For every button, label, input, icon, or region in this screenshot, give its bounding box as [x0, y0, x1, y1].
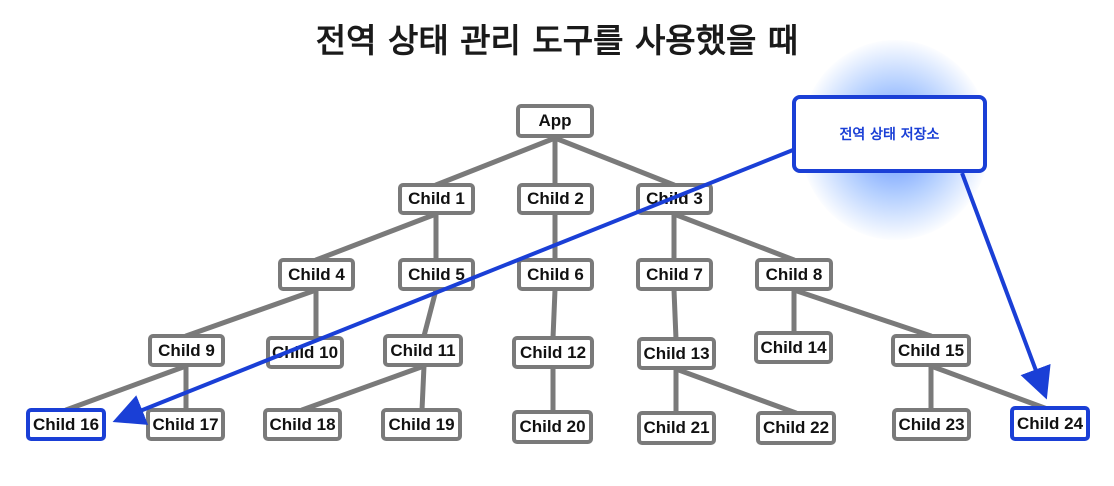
edge-c1-c4: [313, 211, 439, 263]
node-child-17: Child 17: [146, 408, 225, 441]
edge-c15-c24: [928, 363, 1053, 413]
edge-c13-c22: [673, 366, 799, 416]
node-child-13: Child 13: [637, 337, 716, 370]
node-child-14: Child 14: [754, 331, 833, 364]
node-child-21: Child 21: [637, 411, 716, 445]
edge-c6-c12: [550, 287, 558, 341]
node-child-2: Child 2: [517, 183, 594, 215]
global-state-store: 전역 상태 저장소: [792, 95, 987, 173]
node-child-15: Child 15: [891, 334, 971, 367]
edge-app-c1: [433, 135, 558, 188]
edge-c11-c18: [299, 363, 427, 413]
edge-app-c3: [552, 135, 677, 188]
arrow-store-to-child-24: [960, 172, 1051, 400]
edge-c8-c15: [791, 287, 934, 339]
arrow-store-to-child-16: [112, 148, 794, 425]
node-child-6: Child 6: [517, 258, 594, 291]
node-child-1: Child 1: [398, 183, 475, 215]
edge-c3-c8: [671, 211, 797, 263]
node-child-9: Child 9: [148, 334, 225, 367]
node-child-18: Child 18: [263, 408, 342, 441]
edge-c11-c19: [419, 363, 427, 413]
edge-c5-c11: [421, 287, 439, 339]
node-child-10: Child 10: [266, 336, 344, 369]
node-child-20: Child 20: [512, 410, 593, 444]
node-app: App: [516, 104, 594, 138]
node-child-5: Child 5: [398, 258, 475, 291]
node-child-11: Child 11: [383, 334, 463, 367]
edge-c4-c9: [183, 287, 319, 339]
node-child-12: Child 12: [512, 336, 594, 369]
node-child-24: Child 24: [1010, 406, 1090, 441]
edge-c7-c13: [671, 287, 679, 342]
diagram-title: 전역 상태 관리 도구를 사용했을 때: [315, 21, 799, 60]
edge-c9-c16: [63, 363, 189, 413]
node-child-4: Child 4: [278, 258, 355, 291]
node-child-19: Child 19: [381, 408, 462, 441]
node-child-7: Child 7: [636, 258, 713, 291]
node-child-16: Child 16: [26, 408, 106, 441]
node-child-22: Child 22: [756, 411, 836, 445]
node-child-8: Child 8: [755, 258, 833, 291]
node-child-23: Child 23: [892, 408, 971, 441]
